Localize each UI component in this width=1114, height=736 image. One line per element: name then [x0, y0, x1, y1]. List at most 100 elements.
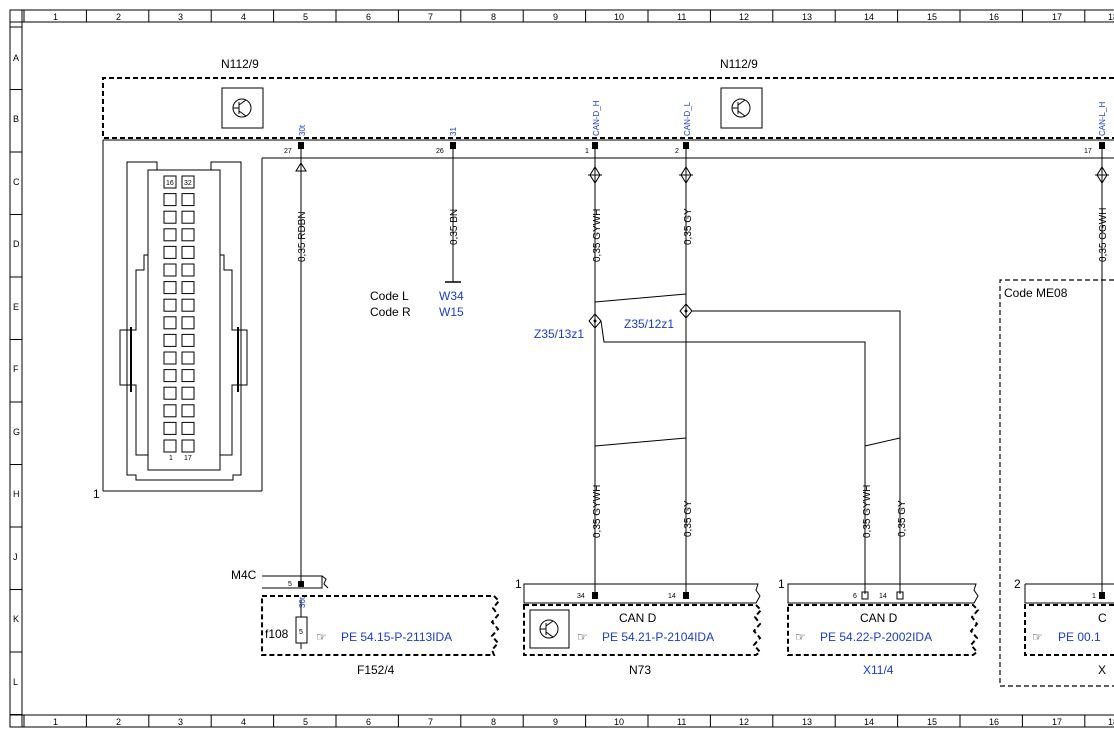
connector-cavity	[181, 386, 195, 400]
splice-label[interactable]: Z35/12z1	[624, 317, 674, 331]
x11-label[interactable]: X11/4	[863, 663, 894, 677]
pin-terminal	[1099, 142, 1105, 149]
connector-cavity	[163, 439, 177, 453]
pin-terminal	[683, 142, 689, 149]
connector-cavity	[163, 333, 177, 347]
connector-cavity	[163, 263, 177, 277]
wire-label: 0,35 BN	[449, 209, 460, 245]
connector-cavity	[181, 228, 195, 242]
col-label: 1	[53, 717, 58, 727]
f152-box	[261, 595, 501, 656]
col-label: 12	[739, 717, 749, 727]
wire-label: 0,35 GYWH	[862, 485, 873, 538]
col-label: 5	[303, 12, 308, 22]
connector-cavity	[163, 316, 177, 330]
connector-x11	[787, 583, 979, 604]
connector-cavity	[163, 386, 177, 400]
col-label: 2	[116, 717, 121, 727]
col-label: 14	[864, 12, 874, 22]
n73-label: N73	[629, 663, 651, 677]
f152-label: F152/4	[357, 663, 395, 677]
pin-terminal	[896, 591, 904, 600]
col-label: 10	[614, 12, 624, 22]
pe-link-x11[interactable]: PE 54.22-P-2002IDA	[820, 630, 932, 644]
connector-m4c	[262, 575, 323, 589]
pin-number: 5	[288, 581, 292, 588]
cavity-number: 16	[166, 180, 174, 187]
n73-index: 1	[515, 577, 522, 591]
connector-cavity	[163, 193, 177, 207]
cavity-number: 17	[184, 455, 192, 462]
can-d-label-n73: CAN D	[619, 611, 657, 625]
connector-face-drawing: 16 32 1 17	[119, 161, 248, 481]
hand-pointer-icon: ☞	[577, 630, 588, 644]
connector-cavity	[163, 404, 177, 418]
col-label: 13	[802, 717, 812, 727]
n112-label-left: N112/9	[221, 57, 259, 71]
col-label: 4	[241, 12, 246, 22]
col-label: 15	[927, 717, 937, 727]
connector-cavity	[181, 404, 195, 418]
right-box	[1024, 604, 1114, 656]
x11-index: 1	[778, 577, 785, 591]
col-label: 7	[428, 717, 433, 727]
connector-cavity	[163, 351, 177, 365]
right-cut-lower: X	[1098, 663, 1106, 677]
col-label: 10	[614, 717, 624, 727]
row-label: D	[13, 239, 20, 249]
signal-label: 30t	[298, 596, 307, 608]
col-label: 7	[428, 12, 433, 22]
signal-label: 30t	[298, 124, 307, 136]
connector-cavity	[181, 369, 195, 383]
col-label: 18	[1108, 12, 1114, 22]
col-label: 6	[366, 717, 371, 727]
connector-cavity	[163, 281, 177, 295]
pin-terminal	[298, 581, 304, 587]
transistor-icon	[221, 87, 264, 129]
cavity-number: 1	[169, 455, 173, 462]
col-label: 3	[178, 12, 183, 22]
row-label: E	[13, 302, 19, 312]
row-label: F	[13, 364, 19, 374]
m4c-label: M4C	[231, 568, 257, 582]
code-me08-label: Code ME08	[1004, 286, 1068, 300]
connector-cavity	[181, 421, 195, 435]
wire-label: 0,35 OGWH	[1098, 208, 1109, 262]
signal-label: CAN-D_L	[683, 101, 692, 136]
col-label: 9	[553, 12, 558, 22]
code-r-value[interactable]: W15	[439, 305, 464, 319]
connector-cavity	[163, 369, 177, 383]
pin-terminal	[450, 142, 456, 149]
col-label: 16	[989, 12, 999, 22]
col-label: 16	[989, 717, 999, 727]
wire-marker	[295, 162, 307, 172]
code-l-value[interactable]: W34	[439, 289, 464, 303]
pin-number: 1	[1092, 593, 1096, 600]
pe-link-right[interactable]: PE 00.1	[1058, 630, 1101, 644]
cavity-number: 32	[184, 180, 192, 187]
col-label: 2	[116, 12, 121, 22]
pin-terminal	[683, 592, 689, 599]
col-label: 11	[677, 717, 686, 727]
row-label: G	[13, 427, 20, 437]
twisted-pair-mark	[864, 437, 901, 447]
splice-z35-12z1	[679, 303, 693, 319]
twisted-pair-mark	[594, 437, 687, 447]
connector-cavity	[163, 245, 177, 259]
col-label: 17	[1052, 12, 1062, 22]
connector-cavity	[181, 298, 195, 312]
hand-pointer-icon: ☞	[795, 630, 806, 644]
row-label: K	[13, 614, 19, 624]
row-label: J	[13, 552, 18, 562]
fuse-label: f108	[265, 627, 289, 641]
connector-cavity	[181, 175, 195, 189]
connector-cavity	[181, 210, 195, 224]
wire-label: 0,35 GY	[683, 500, 694, 537]
connector-ref: 1	[93, 487, 100, 501]
connector-cavity	[181, 333, 195, 347]
pin-number: 2	[675, 148, 679, 155]
splice-label[interactable]: Z35/13z1	[534, 327, 584, 341]
n112-module-box	[102, 77, 1114, 139]
pe-link-n73[interactable]: PE 54.21-P-2104IDA	[602, 630, 714, 644]
pe-link-f152[interactable]: PE 54.15-P-2113IDA	[341, 630, 452, 644]
